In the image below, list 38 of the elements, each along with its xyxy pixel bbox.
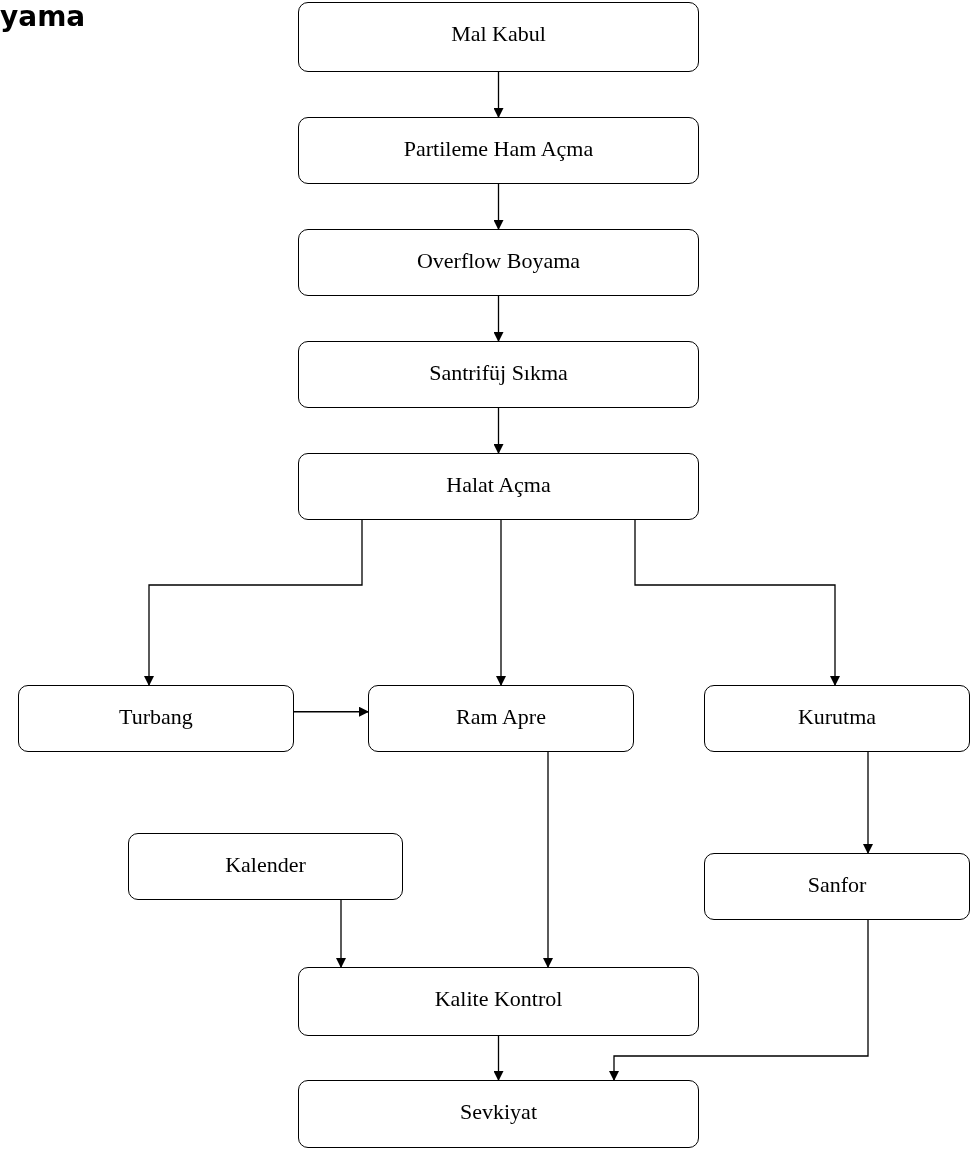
arrow — [609, 919, 869, 1081]
process-box — [128, 833, 403, 900]
arrow — [493, 183, 504, 230]
process-box — [298, 229, 699, 296]
heading-fragment: yama — [0, 0, 86, 33]
arrow — [634, 519, 840, 686]
step-label: Overflow Boyama — [416, 248, 581, 274]
step-label: Mal Kabul — [451, 21, 546, 47]
step-label: Santrifüj Sıkma — [429, 360, 568, 386]
arrow — [144, 519, 363, 686]
step-label: Kalite Kontrol — [434, 986, 563, 1012]
process-box — [298, 117, 699, 184]
step-label: Sevkiyat — [460, 1099, 537, 1125]
step-label: Halat Açma — [446, 472, 551, 498]
process-box — [298, 341, 699, 408]
process-box — [298, 967, 699, 1036]
process-box — [18, 685, 294, 752]
step-label: Ram Apre — [456, 704, 546, 730]
step-label: Kurutma — [797, 704, 877, 730]
arrow — [493, 71, 504, 118]
step-label: Partileme Ham Açma — [403, 136, 594, 162]
arrow — [493, 407, 504, 454]
arrow — [543, 751, 553, 968]
process-box — [298, 453, 699, 520]
step-label: Sanfor — [807, 872, 867, 898]
step-label: Kalender — [225, 852, 306, 878]
step-label: Turbang — [119, 704, 193, 730]
process-box — [298, 1080, 699, 1148]
arrow — [293, 706, 369, 717]
process-box — [704, 853, 970, 920]
process-box — [368, 685, 634, 752]
process-box — [298, 2, 699, 72]
arrow — [336, 899, 346, 968]
arrow — [493, 295, 504, 342]
arrow — [863, 751, 873, 854]
arrow — [493, 1035, 504, 1081]
arrow — [496, 519, 506, 686]
process-box — [704, 685, 970, 752]
